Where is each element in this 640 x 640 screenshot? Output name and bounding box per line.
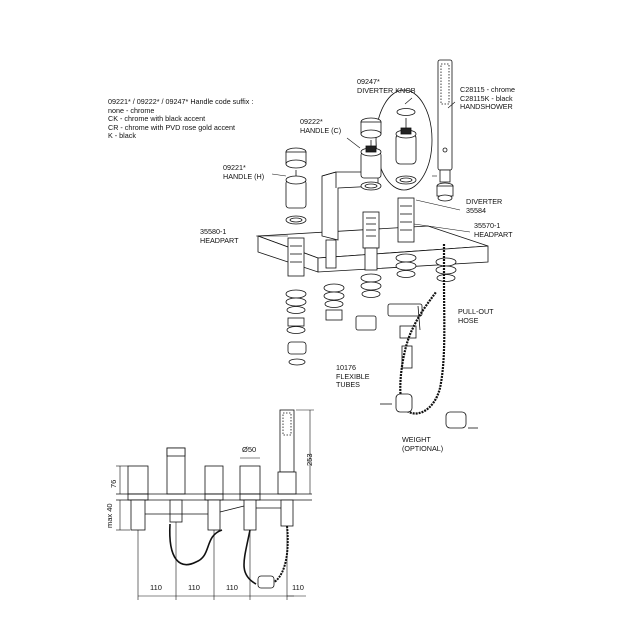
suffix-note-line: K - black bbox=[108, 131, 136, 141]
suffix-note-line: 09221* / 09222* / 09247* Handle code suf… bbox=[108, 97, 254, 106]
diverter-knob-callout bbox=[375, 89, 433, 191]
part-name: HEADPART bbox=[474, 229, 513, 239]
part-name: HANDLE (H) bbox=[223, 171, 265, 181]
dim-diameter: Ø50 bbox=[242, 445, 257, 454]
part-code: 09247* bbox=[357, 77, 380, 86]
hose-weight bbox=[380, 393, 478, 429]
diverter-stack bbox=[395, 108, 417, 278]
pull-out-hose-label: PULL-OUT HOSE bbox=[458, 307, 494, 325]
suffix-note-line: CR - chrome with PVD rose gold accent bbox=[108, 122, 236, 132]
dimension-lines bbox=[116, 409, 314, 600]
part-name: HEADPART bbox=[200, 235, 239, 245]
weight-label: WEIGHT (OPTIONAL) bbox=[402, 435, 444, 453]
part-code: 10176 bbox=[336, 363, 356, 372]
part-code: C28115 - chrome bbox=[460, 85, 515, 94]
flexible-tubes-label: 10176 FLEXIBLE TUBES bbox=[336, 363, 370, 390]
suffix-note: 09221* / 09222* / 09247* Handle code suf… bbox=[108, 97, 254, 141]
dim-spacing: 110 bbox=[292, 583, 304, 592]
under-deck-fittings bbox=[286, 257, 457, 369]
part-code: 09221* bbox=[223, 163, 246, 172]
part-name: PULL-OUT bbox=[458, 307, 494, 316]
suffix-note-line: none - chrome bbox=[108, 105, 155, 115]
part-name: HANDLE (C) bbox=[300, 125, 342, 135]
part-code: 09222* bbox=[300, 117, 323, 126]
dim-spacing: 110 bbox=[150, 583, 162, 592]
part-name: (OPTIONAL) bbox=[402, 443, 444, 453]
diverter-label: DIVERTER 35584 bbox=[466, 197, 503, 215]
part-name: TUBES bbox=[336, 380, 360, 390]
dim-spacing: 110 bbox=[188, 583, 200, 592]
handshower-label: C28115 - chrome C28115K - black HANDSHOW… bbox=[460, 85, 515, 112]
part-code: 35570-1 bbox=[474, 221, 501, 230]
spout bbox=[321, 171, 379, 269]
dim-max-40: max 40 bbox=[105, 503, 114, 528]
elevation-drawing bbox=[116, 409, 312, 589]
part-code: C28115K - black bbox=[460, 93, 513, 103]
dim-height-253: 253 bbox=[305, 453, 314, 466]
handle-h-label: 09221* HANDLE (H) bbox=[223, 163, 265, 181]
part-name: HOSE bbox=[458, 315, 479, 325]
dim-spacing: 110 bbox=[226, 583, 238, 592]
part-code: 35584 bbox=[466, 205, 486, 215]
handshower bbox=[436, 59, 454, 202]
leader-lines bbox=[256, 97, 471, 237]
part-name: HANDSHOWER bbox=[460, 102, 513, 112]
headpart-right-label: 35570-1 HEADPART bbox=[474, 221, 513, 239]
handle-h-parts bbox=[285, 147, 307, 314]
part-code: 35580-1 bbox=[200, 227, 227, 236]
handle-c-label: 09222* HANDLE (C) bbox=[300, 117, 342, 135]
headpart-left-label: 35580-1 HEADPART bbox=[200, 227, 239, 245]
suffix-note-line: CK - chrome with black accent bbox=[108, 114, 206, 124]
diverter-knob-label: 09247* DIVERTER KNOB bbox=[357, 77, 416, 95]
part-name: DIVERTER bbox=[466, 197, 503, 206]
part-name: FLEXIBLE bbox=[336, 371, 370, 381]
dim-height-76: 76 bbox=[109, 479, 118, 488]
part-name: WEIGHT bbox=[402, 435, 431, 444]
part-name: DIVERTER KNOB bbox=[357, 85, 416, 95]
handle-c-parts bbox=[360, 117, 382, 298]
